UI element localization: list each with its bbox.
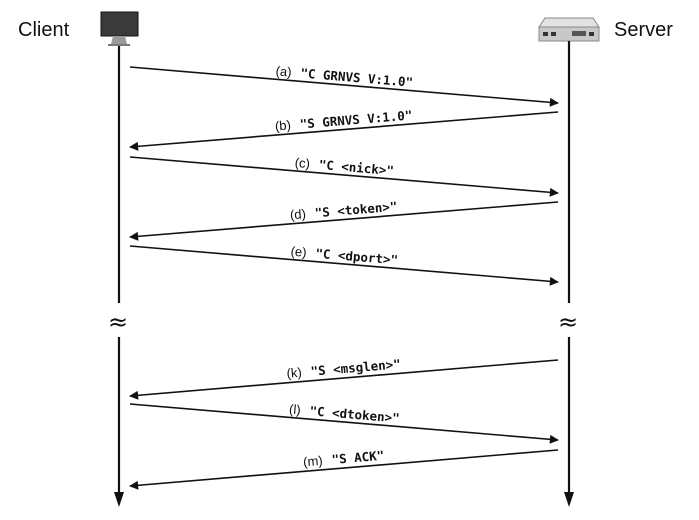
message-k: (k) "S <msglen>" [129, 356, 559, 400]
svg-text:(c) "C <nick>": (c) "C <nick>" [294, 154, 395, 179]
message-d: (d) "S <token>" [129, 198, 559, 241]
client-lifeline [114, 46, 124, 507]
message-b: (b) "S GRNVS V:1.0" [129, 106, 559, 151]
message-text: "C <dport>" [315, 246, 399, 268]
server-rack-icon [538, 17, 600, 42]
message-text: "S <msglen>" [310, 356, 401, 379]
message-tag: (b) [274, 117, 291, 133]
message-c: (c) "C <nick>" [129, 154, 559, 197]
message-tag: (e) [290, 244, 307, 260]
svg-text:(m) "S ACK": (m) "S ACK" [302, 447, 384, 471]
message-l: (l) "C <dtoken>" [129, 401, 559, 444]
message-text: "C <nick>" [318, 157, 394, 178]
message-tag: (k) [286, 365, 302, 381]
message-m: (m) "S ACK" [129, 447, 559, 490]
message-tag: (l) [289, 401, 302, 417]
message-text: "S <token>" [314, 199, 398, 221]
server-break-symbol: ≈ [558, 308, 578, 336]
svg-text:(a) "C GRNVS V:1.0": (a) "C GRNVS V:1.0" [275, 62, 414, 90]
svg-text:(b) "S GRNVS V:1.0": (b) "S GRNVS V:1.0" [274, 106, 413, 134]
client-label: Client [18, 19, 70, 41]
message-text: "S ACK" [331, 448, 385, 467]
message-a: (a) "C GRNVS V:1.0" [129, 62, 559, 107]
message-tag: (a) [275, 63, 292, 79]
client-break-symbol: ≈ [108, 308, 128, 336]
message-tag: (m) [303, 453, 324, 470]
server-lifeline [564, 41, 574, 507]
svg-text:(d) "S <token>": (d) "S <token>" [289, 198, 398, 224]
message-tag: (c) [294, 155, 310, 171]
message-tag: (d) [289, 206, 306, 222]
server-label: Server [614, 19, 673, 41]
computer-icon [100, 11, 139, 46]
message-e: (e) "C <dport>" [129, 243, 559, 286]
svg-text:(e) "C <dport>": (e) "C <dport>" [290, 243, 399, 269]
